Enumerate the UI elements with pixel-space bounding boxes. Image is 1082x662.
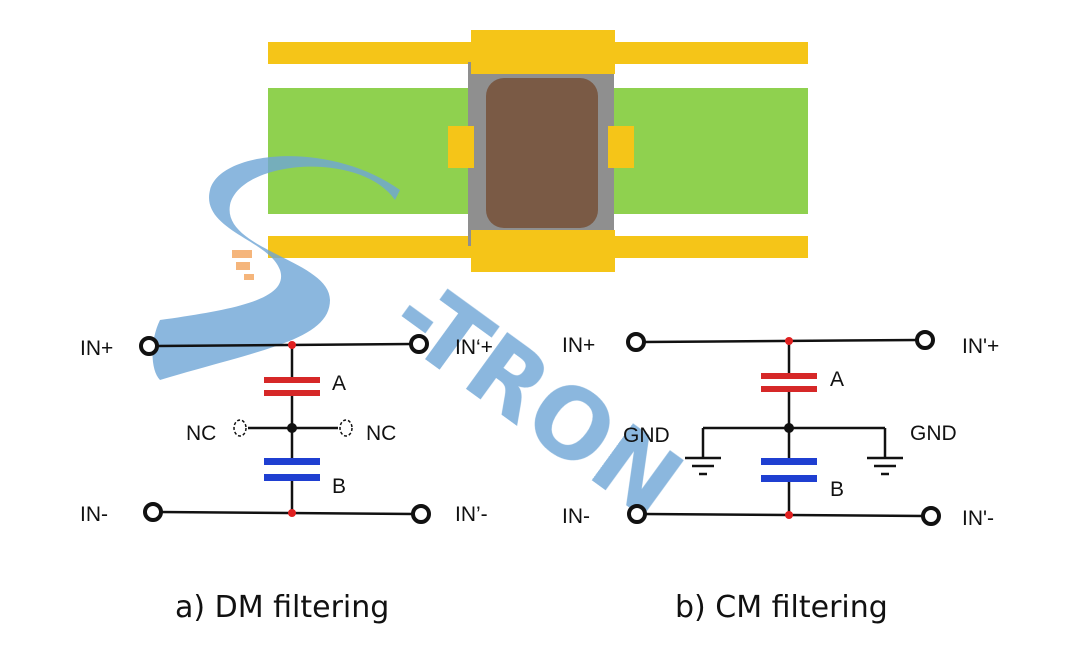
component-body [486,78,598,228]
dm-cap-a-label: A [332,372,346,395]
cm-cap-b-label: B [830,478,844,501]
dm-cap-a-top-plate [264,377,320,383]
dm-bottom-wire [159,510,415,516]
cm-caption: b) CM filtering [675,590,888,625]
cm-cap-a-label: A [830,368,844,391]
left-pad [448,126,474,168]
dm-mid-node [287,423,297,433]
cm-in-minus-label: IN- [562,505,590,528]
watermark-accent-3 [244,274,254,280]
cm-out-minus-label: IN'- [962,507,994,530]
cm-ground-right-icon [867,456,903,476]
dm-nc-right-terminal [339,419,353,437]
dm-cap-b-bottom-plate [264,474,320,481]
cm-out-plus-label: IN'+ [962,335,999,358]
cm-cap-b-top-plate [761,458,817,465]
cm-gnd-left-label: GND [623,424,670,447]
cm-bottom-node [785,511,793,519]
cm-out-minus-terminal [921,506,941,526]
cm-cap-b-bottom-plate [761,475,817,482]
cm-gnd-right-label: GND [910,422,957,445]
dm-out-plus-label: IN‘+ [455,336,493,359]
bottom-pad [471,230,615,272]
dm-nc-right-label: NC [366,422,396,445]
cm-out-plus-terminal [915,330,935,350]
watermark-s-shape [152,156,400,380]
dm-cap-a-bottom-plate [264,390,320,396]
dm-in-minus-terminal [143,502,163,522]
dm-nc-left-label: NC [186,422,216,445]
dm-top-node [288,341,296,349]
dm-in-plus-label: IN+ [80,337,113,360]
cm-bottom-wire [643,512,925,518]
cm-in-plus-label: IN+ [562,334,595,357]
dm-in-minus-label: IN- [80,503,108,526]
dm-cap-b-label: B [332,475,346,498]
right-pad [608,126,634,168]
dm-in-plus-terminal [139,336,159,356]
watermark-text: -TRON [371,258,701,541]
cm-mid-node [784,423,794,433]
top-pad [471,30,615,74]
dm-bottom-node [288,509,296,517]
cm-cap-a-bottom-plate [761,386,817,392]
cm-in-plus-terminal [626,332,646,352]
dm-out-plus-terminal [409,334,429,354]
cm-top-node [785,337,793,345]
dm-nc-left-terminal [233,419,247,437]
watermark-accent-1 [232,250,252,258]
cm-circuit: IN+ IN'+ IN- IN'- A B GND GND b) CM filt… [562,330,999,625]
dm-cap-b-top-plate [264,458,320,465]
dm-out-minus-terminal [411,504,431,524]
dm-circuit: IN+ IN‘+ IN- IN’- A B NC NC a) DM filter… [80,334,493,625]
dm-top-wire [155,342,413,348]
component-illustration [268,30,808,272]
dm-out-minus-label: IN’- [455,503,488,526]
cm-ground-left-icon [685,456,721,476]
cm-cap-a-top-plate [761,373,817,379]
watermark-accent-2 [236,262,250,270]
cm-top-wire [641,338,919,344]
cm-in-minus-terminal [627,504,647,524]
dm-caption: a) DM filtering [175,590,389,625]
